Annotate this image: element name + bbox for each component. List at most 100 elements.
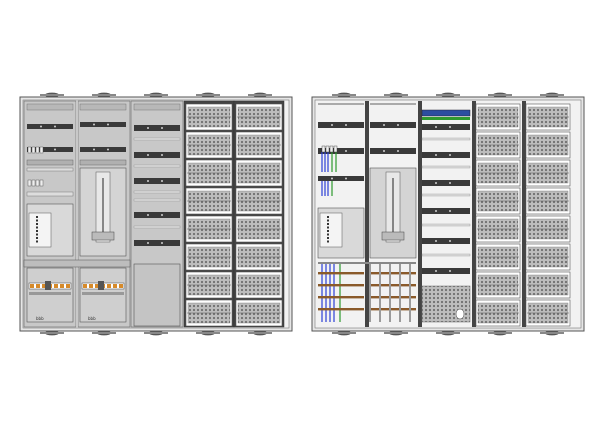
foot-strip: [196, 332, 220, 334]
rail-slot: [449, 240, 451, 242]
meter-digit: [36, 226, 38, 229]
label-strip: [26, 159, 74, 166]
rail-slot: [383, 150, 385, 152]
cover-strip: [133, 103, 181, 111]
breaker: [35, 146, 40, 154]
rail-slot: [449, 270, 451, 272]
terminal: [66, 284, 70, 288]
terminal-block: [45, 281, 51, 290]
foot-strip: [248, 332, 272, 334]
rail-slot: [435, 210, 437, 212]
rail-slot: [93, 123, 95, 126]
switch-base: [91, 231, 115, 241]
divider: [421, 137, 471, 141]
rail-slot: [161, 154, 163, 156]
divider: [421, 223, 471, 227]
terminal: [54, 284, 58, 288]
foot-strip: [488, 332, 512, 334]
column-post: [365, 101, 369, 327]
rail-slot: [345, 177, 347, 180]
terminal: [119, 284, 123, 288]
foot-strip: [196, 94, 220, 96]
meter-digit: [36, 240, 38, 243]
foot-strip: [332, 332, 356, 334]
breaker: [329, 145, 334, 153]
terminal-label-1: bbb: [36, 316, 44, 321]
foot-strip: [40, 332, 64, 334]
foot-strip: [144, 94, 168, 96]
column-post: [418, 101, 422, 327]
busbar: [370, 272, 416, 275]
meter-digit: [327, 230, 329, 232]
breaker-row: [421, 109, 471, 117]
rail-slot: [161, 242, 163, 244]
rail-slot: [397, 124, 399, 126]
rail-slot: [331, 177, 333, 180]
meter-digit: [36, 223, 38, 225]
terminal: [83, 284, 87, 288]
divider: [421, 253, 471, 257]
rail-slot: [161, 214, 163, 216]
rail-slot: [161, 180, 163, 182]
foot-strip: [384, 94, 408, 96]
divider: [133, 198, 181, 202]
din-rail: [370, 148, 416, 154]
busbar: [318, 308, 364, 311]
rail-slot: [107, 123, 109, 126]
breaker: [31, 146, 36, 154]
terminal: [89, 284, 93, 288]
din-rail: [318, 176, 364, 181]
meter-digit: [327, 240, 329, 243]
divider: [421, 165, 471, 169]
breaker: [27, 179, 32, 187]
divider: [133, 190, 181, 194]
label-strip: [79, 159, 127, 166]
breaker: [333, 145, 338, 153]
rail-slot: [449, 210, 451, 212]
breaker: [35, 179, 40, 187]
rail-slot: [147, 154, 149, 156]
cabinet-closed: bbb bbb: [19, 92, 293, 336]
meter-digit: [36, 230, 38, 232]
divider: [421, 193, 471, 197]
busbar-top: [318, 262, 416, 264]
terminal-header: [23, 259, 131, 268]
rail-slot: [449, 154, 451, 156]
rail-slot: [40, 125, 42, 128]
busbar: [370, 296, 416, 299]
top-rail: [318, 103, 364, 105]
rail-slot: [345, 150, 347, 152]
rail-slot: [383, 124, 385, 126]
din-rail: [422, 268, 470, 274]
rail-slot: [93, 148, 95, 151]
terminal-label-2: bbb: [88, 316, 96, 321]
terminal: [42, 284, 46, 288]
switch-base: [381, 231, 405, 241]
meter-digit: [327, 219, 329, 222]
label-strip: [26, 191, 74, 197]
label-strip: [26, 167, 74, 172]
din-rail: [318, 122, 364, 128]
rail-slot: [331, 124, 333, 126]
meter-digit: [36, 233, 38, 236]
foot-strip: [384, 332, 408, 334]
divider: [133, 137, 181, 141]
cabinet-open: [311, 92, 585, 336]
rail-slot: [147, 127, 149, 129]
divider: [133, 225, 181, 229]
meter-digit: [327, 216, 329, 218]
terminal: [95, 284, 99, 288]
rail-slot: [345, 124, 347, 126]
din-rail: [134, 152, 180, 158]
rail-slot: [147, 242, 149, 244]
breaker: [321, 145, 326, 153]
meter-digit: [36, 216, 38, 218]
din-rail: [134, 125, 180, 131]
busbar-support: [389, 264, 391, 322]
busbar: [318, 284, 364, 287]
foot-strip: [436, 94, 460, 96]
meter-digit: [36, 219, 38, 222]
rail-slot: [449, 126, 451, 128]
foot-strip: [488, 94, 512, 96]
